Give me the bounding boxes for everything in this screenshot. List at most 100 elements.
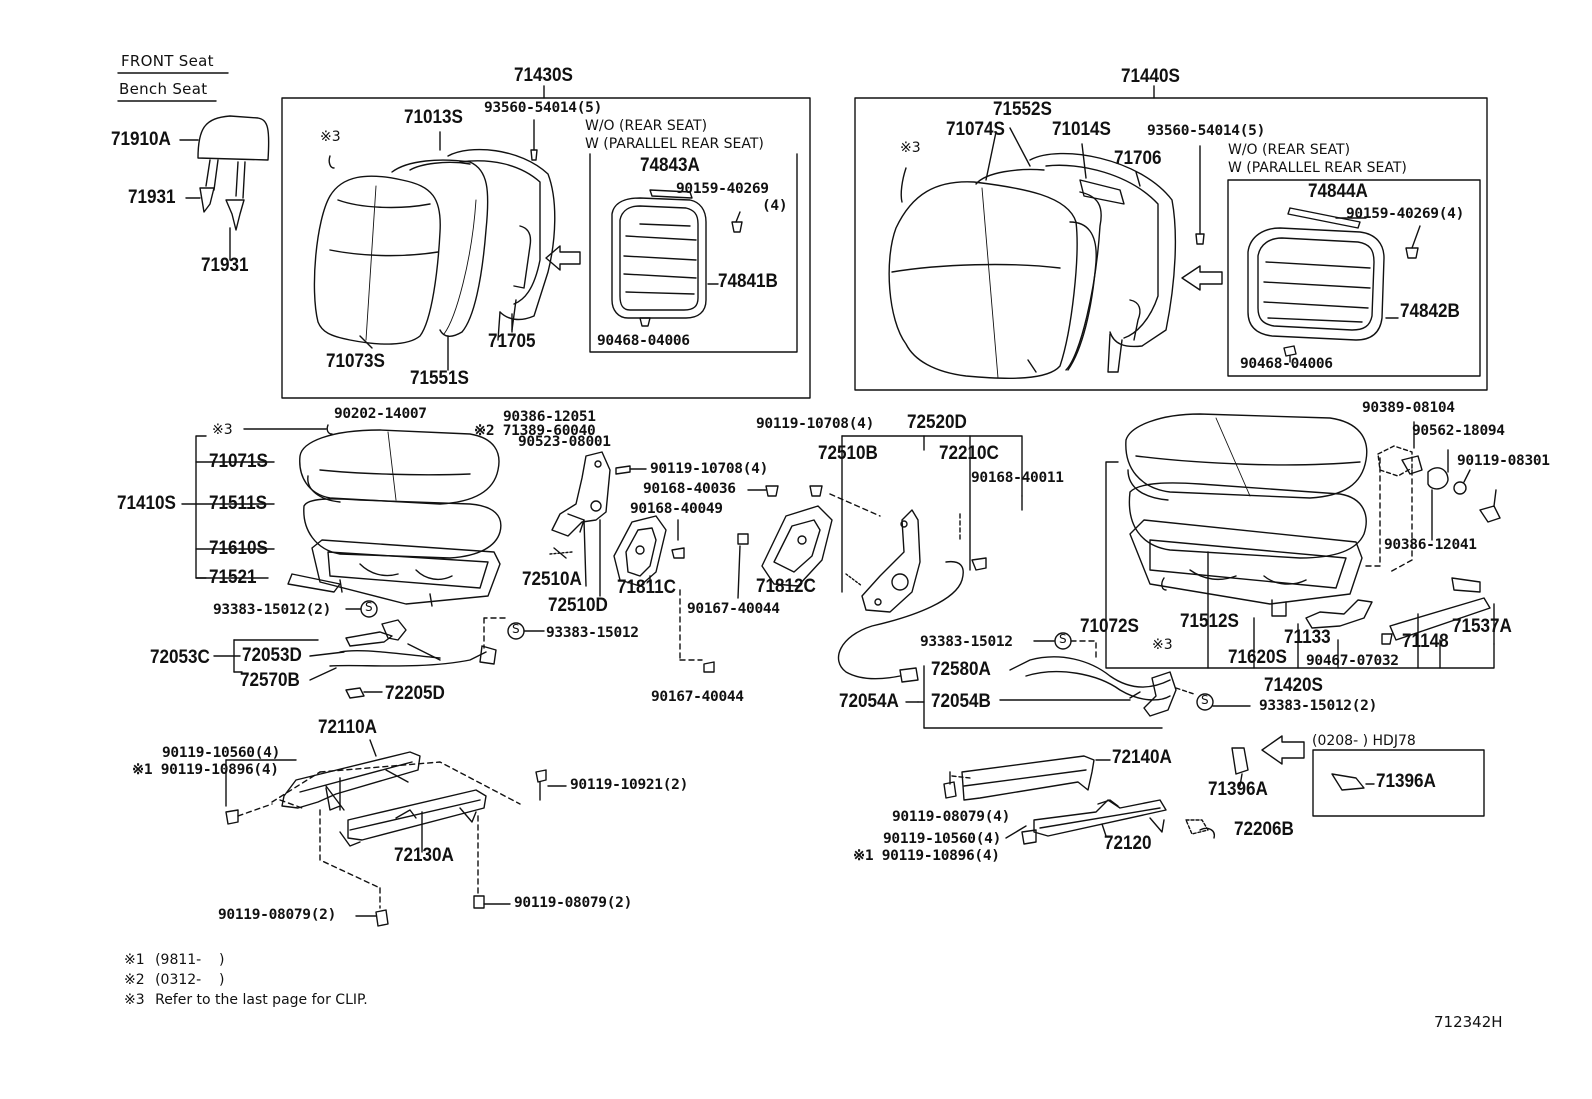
part-90119-10708-left[interactable]: 90119-10708(4) — [650, 461, 769, 477]
part-74841b[interactable]: 74841B — [718, 271, 778, 292]
note3-marker-right-back: ※3 — [900, 140, 921, 156]
part-72210c[interactable]: 72210C — [939, 443, 999, 464]
part-90119-08079-left-b[interactable]: 90119-08079(2) — [514, 895, 633, 911]
part-93560-54014-left[interactable]: 93560-54014(5) — [484, 100, 603, 116]
part-90167-40044-upper[interactable]: 90167-40044 — [687, 601, 780, 617]
part-72120[interactable]: 72120 — [1104, 833, 1152, 854]
part-90119-10896-left[interactable]: ※1 90119-10896(4) — [132, 762, 279, 778]
part-90468-04006-left[interactable]: 90468-04006 — [597, 333, 690, 349]
part-72520d[interactable]: 72520D — [907, 412, 967, 433]
part-71706[interactable]: 71706 — [1114, 148, 1162, 169]
part-71389-60040[interactable]: ※2 71389-60040 — [474, 423, 596, 439]
part-90119-08301[interactable]: 90119-08301 — [1457, 453, 1550, 469]
part-72570b[interactable]: 72570B — [240, 670, 300, 691]
part-93383-15012-left[interactable]: 93383-15012 — [546, 625, 639, 641]
part-93383-15012-mid[interactable]: 93383-15012 — [920, 634, 1013, 650]
part-71521[interactable]: 71521 — [209, 567, 257, 588]
s-mark-4: S — [1201, 693, 1209, 707]
part-72053d[interactable]: 72053D — [242, 645, 302, 666]
part-90159-40269-left[interactable]: 90159-40269 — [676, 181, 769, 197]
part-71812c[interactable]: 71812C — [756, 576, 816, 597]
part-90562-18094[interactable]: 90562-18094 — [1412, 423, 1505, 439]
right-track-group — [943, 735, 1485, 845]
part-71910a[interactable]: 71910A — [111, 129, 171, 150]
part-71074s[interactable]: 71074S — [946, 119, 1005, 140]
part-74844a[interactable]: 74844A — [1308, 181, 1368, 202]
part-90168-40011[interactable]: 90168-40011 — [971, 470, 1064, 486]
diagram-code: 712342H — [1434, 1013, 1503, 1031]
part-71014s[interactable]: 71014S — [1052, 119, 1111, 140]
part-90386-12041[interactable]: 90386-12041 — [1384, 537, 1477, 553]
part-71073s[interactable]: 71073S — [326, 351, 385, 372]
s-mark-1: S — [365, 600, 373, 614]
part-90119-08079-left-a[interactable]: 90119-08079(2) — [218, 907, 337, 923]
part-72580a[interactable]: 72580A — [931, 659, 991, 680]
part-90119-10560-right[interactable]: 90119-10560(4) — [883, 831, 1002, 847]
part-72510d[interactable]: 72510D — [548, 595, 608, 616]
part-71396a-hdj[interactable]: 71396A — [1376, 771, 1436, 792]
part-90167-40044-lower[interactable]: 90167-40044 — [651, 689, 744, 705]
part-90119-10708-right[interactable]: 90119-10708(4) — [756, 416, 875, 432]
part-71931-upper[interactable]: 71931 — [128, 187, 176, 208]
part-71072s[interactable]: 71072S — [1080, 616, 1139, 637]
part-71620s[interactable]: 71620S — [1228, 647, 1287, 668]
part-71610s[interactable]: 71610S — [209, 538, 268, 559]
footnote-2-mark: ※2 — [124, 972, 145, 988]
part-72510b[interactable]: 72510B — [818, 443, 878, 464]
part-71440s[interactable]: 71440S — [1121, 66, 1180, 87]
part-71811c[interactable]: 71811C — [617, 577, 676, 598]
part-72054b[interactable]: 72054B — [931, 691, 991, 712]
part-74842b[interactable]: 74842B — [1400, 301, 1460, 322]
part-72130a[interactable]: 72130A — [394, 845, 454, 866]
part-71537a[interactable]: 71537A — [1452, 616, 1512, 637]
part-93383-15012-left-2[interactable]: 93383-15012(2) — [213, 602, 332, 618]
part-71931-lower[interactable]: 71931 — [201, 255, 249, 276]
part-71705[interactable]: 71705 — [488, 331, 536, 352]
footnote-1-text: (9811- ) — [155, 952, 225, 968]
part-71511s[interactable]: 71511S — [209, 493, 268, 514]
part-72053c[interactable]: 72053C — [150, 647, 210, 668]
part-71552s[interactable]: 71552S — [993, 99, 1052, 120]
part-90168-40036[interactable]: 90168-40036 — [643, 481, 736, 497]
section-title: FRONT Seat — [121, 52, 214, 70]
part-71071s[interactable]: 71071S — [209, 451, 268, 472]
part-90119-10921[interactable]: 90119-10921(2) — [570, 777, 689, 793]
part-93383-15012-right-2[interactable]: 93383-15012(2) — [1259, 698, 1378, 714]
part-90119-10896-right[interactable]: ※1 90119-10896(4) — [853, 848, 1000, 864]
footnote-3-mark: ※3 — [124, 992, 145, 1008]
part-72110a[interactable]: 72110A — [318, 717, 377, 738]
footnote-3: ※3 Refer to the last page for CLIP. — [124, 993, 368, 1007]
note3-marker-left-back: ※3 — [320, 129, 341, 145]
part-74843a[interactable]: 74843A — [640, 155, 700, 176]
part-72510a[interactable]: 72510A — [522, 569, 582, 590]
footnote-2-text: (0312- ) — [155, 972, 225, 988]
part-90386-12051[interactable]: 90386-12051 — [503, 409, 596, 425]
part-71551s[interactable]: 71551S — [410, 368, 469, 389]
part-71430s[interactable]: 71430S — [514, 65, 573, 86]
part-90119-10560-left[interactable]: 90119-10560(4) — [162, 745, 281, 761]
part-71013s[interactable]: 71013S — [404, 107, 463, 128]
part-71410s[interactable]: 71410S — [117, 493, 176, 514]
part-71133[interactable]: 71133 — [1284, 627, 1331, 648]
part-71148[interactable]: 71148 — [1402, 631, 1449, 652]
qty-90159-left: (4) — [762, 198, 788, 214]
part-71420s[interactable]: 71420S — [1264, 675, 1323, 696]
part-93560-54014-right[interactable]: 93560-54014(5) — [1147, 123, 1266, 139]
part-90468-04006-right[interactable]: 90468-04006 — [1240, 356, 1333, 372]
part-90467-07032[interactable]: 90467-07032 — [1306, 653, 1399, 669]
part-90202-14007[interactable]: 90202-14007 — [334, 406, 427, 422]
part-90168-40049[interactable]: 90168-40049 — [630, 501, 723, 517]
part-72054a[interactable]: 72054A — [839, 691, 899, 712]
part-72206b[interactable]: 72206B — [1234, 819, 1294, 840]
part-90389-08104[interactable]: 90389-08104 — [1362, 400, 1455, 416]
part-71512s[interactable]: 71512S — [1180, 611, 1239, 632]
part-72205d[interactable]: 72205D — [385, 683, 445, 704]
variant-w-parallel-left: W (PARALLEL REAR SEAT) — [585, 136, 764, 152]
part-90523-08001[interactable]: 90523-08001 — [518, 434, 611, 450]
part-90119-08079-right[interactable]: 90119-08079(4) — [892, 809, 1011, 825]
part-71396a-main[interactable]: 71396A — [1208, 779, 1268, 800]
part-72140a[interactable]: 72140A — [1112, 747, 1172, 768]
part-90159-40269-right[interactable]: 90159-40269(4) — [1346, 206, 1465, 222]
release-cable-group — [905, 632, 1251, 729]
